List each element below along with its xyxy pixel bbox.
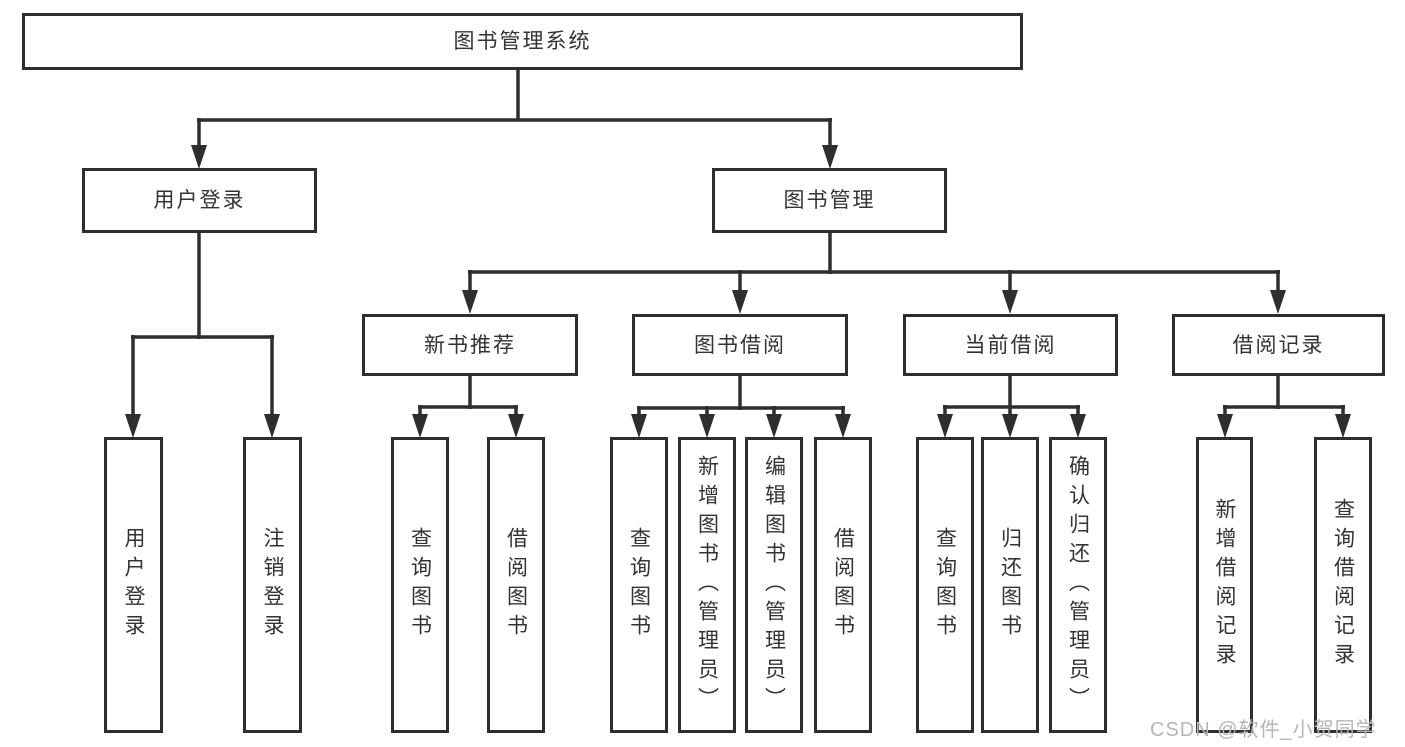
leaf-query-books-1: 查询图书 (391, 437, 449, 733)
leaf-borrow-books-1: 借阅图书 (487, 437, 545, 733)
watermark: CSDN @软件_小贺同学 (1150, 719, 1377, 741)
node-current-borrowing-label: 当前借阅 (964, 333, 1057, 357)
node-user-login-label: 用户登录 (153, 189, 246, 212)
leaf-query-borrow-record: 查询借阅记录 (1314, 437, 1372, 733)
leaf-query-borrow-record-label: 查询借阅记录 (1331, 498, 1355, 672)
leaf-add-borrow-record: 新增借阅记录 (1196, 437, 1253, 733)
arrowhead (264, 414, 280, 438)
leaf-logout-label: 注销登录 (261, 527, 284, 643)
leaf-borrow-books-2-label: 借阅图书 (831, 527, 855, 643)
leaf-query-books-2-label: 查询图书 (627, 527, 651, 643)
node-new-book-recommend: 新书推荐 (362, 314, 578, 376)
arrowhead (1335, 414, 1351, 438)
leaf-edit-book-admin: 编辑图书（管理员） (745, 437, 803, 733)
leaf-user-login: 用户登录 (104, 437, 163, 733)
arrowhead (1270, 290, 1286, 314)
leaf-add-book-admin-label: 新增图书（管理员） (695, 454, 719, 716)
node-new-book-recommend-label: 新书推荐 (424, 333, 516, 357)
leaf-borrow-books-1-label: 借阅图书 (504, 527, 528, 643)
arrowhead (699, 414, 715, 438)
arrowhead (508, 414, 524, 438)
arrowhead (631, 414, 647, 438)
leaf-borrow-books-2: 借阅图书 (814, 437, 872, 733)
leaf-query-books-1-label: 查询图书 (408, 527, 432, 643)
node-book-management: 图书管理 (712, 168, 947, 233)
leaf-logout: 注销登录 (243, 437, 302, 733)
leaf-add-borrow-record-label: 新增借阅记录 (1213, 498, 1236, 672)
node-borrowing-records: 借阅记录 (1172, 314, 1385, 376)
arrowhead (835, 414, 851, 438)
leaf-query-books-2: 查询图书 (610, 437, 668, 733)
node-root-label: 图书管理系统 (453, 30, 592, 53)
node-book-management-label: 图书管理 (783, 189, 876, 212)
arrowhead (125, 414, 141, 438)
node-borrowing-records-label: 借阅记录 (1232, 333, 1325, 357)
leaf-query-books-3-label: 查询图书 (933, 527, 957, 643)
node-book-borrowing-label: 图书借阅 (694, 333, 786, 357)
arrowhead (462, 290, 478, 314)
arrowhead (1070, 414, 1086, 438)
node-current-borrowing: 当前借阅 (903, 314, 1118, 376)
leaf-edit-book-admin-label: 编辑图书（管理员） (762, 454, 786, 716)
arrowhead (732, 290, 748, 314)
arrowhead (1217, 414, 1233, 438)
leaf-add-book-admin: 新增图书（管理员） (678, 437, 736, 733)
arrowhead (766, 414, 782, 438)
arrowhead (1002, 290, 1018, 314)
leaf-return-book: 归还图书 (981, 437, 1039, 733)
leaf-user-login-label: 用户登录 (122, 527, 145, 643)
arrowhead (191, 145, 207, 169)
node-book-borrowing: 图书借阅 (632, 314, 848, 376)
node-root: 图书管理系统 (22, 13, 1023, 70)
arrowhead (412, 414, 428, 438)
arrowhead (822, 145, 838, 169)
leaf-confirm-return-admin-label: 确认归还（管理员） (1066, 454, 1090, 716)
leaf-confirm-return-admin: 确认归还（管理员） (1049, 437, 1107, 733)
arrowhead (1002, 414, 1018, 438)
leaf-return-book-label: 归还图书 (998, 527, 1022, 643)
node-user-login: 用户登录 (82, 168, 317, 233)
leaf-query-books-3: 查询图书 (916, 437, 974, 733)
arrowhead (937, 414, 953, 438)
